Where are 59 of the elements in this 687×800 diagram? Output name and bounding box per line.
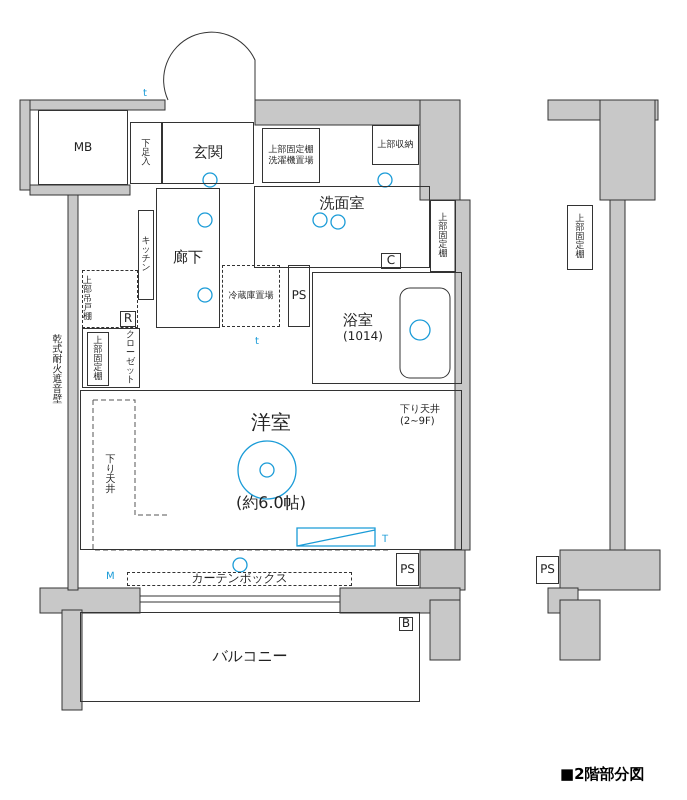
room-outline [162, 122, 254, 184]
room-label: R [124, 312, 132, 326]
room-label: キッチン [141, 237, 151, 273]
room-label: MB [74, 140, 92, 154]
room-label: 廊下 [173, 249, 203, 267]
room-label: 上部固定棚 [93, 336, 103, 382]
room-outline [156, 188, 220, 328]
shelf-box [567, 205, 593, 270]
storage-box [130, 122, 162, 184]
room-label: バルコニー [212, 648, 288, 666]
shelf-box [430, 200, 456, 272]
room-outline [80, 390, 462, 550]
wall-note: 乾式耐火遮音壁 [52, 335, 62, 405]
room-label: 上部吊戸棚 [83, 276, 92, 322]
appliance-space [222, 265, 280, 327]
counter-box [138, 210, 154, 300]
ceiling-note: 下り天井 (2~9F) [400, 402, 441, 427]
room-label: 洗濯機置場 [268, 156, 314, 166]
ceiling-note: 下り天井 [105, 455, 116, 495]
room-outline [312, 272, 462, 384]
plan-title: ■2階部分図 [560, 765, 645, 784]
room-label: 洋室 [251, 411, 291, 434]
room-label: 上部固定棚 [575, 215, 585, 260]
room-outline [254, 186, 430, 268]
room-label: B [402, 617, 410, 631]
fixture-box [381, 253, 401, 269]
fixture-box [399, 617, 413, 631]
balcony-outline [80, 612, 420, 702]
callout-letter: t [143, 88, 147, 99]
room-label: PS [540, 563, 555, 577]
room-label: (1014) [343, 330, 383, 344]
shaft-box [536, 556, 559, 584]
room-label: 洗面室 [320, 195, 364, 212]
shelf-box [87, 332, 109, 386]
room-label: 下足入 [141, 140, 151, 166]
curtain-box [127, 572, 352, 586]
fixture-box [120, 311, 136, 327]
shaft-box [288, 265, 310, 327]
room-label: PS [292, 289, 306, 303]
room-label: クローゼット [126, 331, 135, 385]
room-label: C [386, 254, 396, 268]
shaft-box [38, 110, 128, 185]
room-label: 上部収納 [378, 140, 414, 150]
room-label: 上部固定棚 [268, 145, 314, 156]
callout-letter: T [382, 534, 388, 545]
cupboard-box [82, 270, 138, 328]
room-label: 上部固定棚 [438, 214, 448, 258]
room-label: カーテンボックス [192, 572, 288, 586]
room-label: 玄関 [193, 144, 223, 162]
room-label: PS [400, 562, 415, 576]
closet-box [82, 328, 140, 388]
storage-box [372, 125, 419, 165]
callout-letter: M [106, 571, 115, 582]
shaft-box [396, 553, 419, 586]
callout-letter: t [255, 336, 259, 347]
room-label: 冷蔵庫置場 [228, 290, 274, 302]
room-label: 浴室 [343, 312, 373, 330]
storage-box [262, 128, 320, 183]
room-label: (約6.0帖) [236, 494, 306, 512]
